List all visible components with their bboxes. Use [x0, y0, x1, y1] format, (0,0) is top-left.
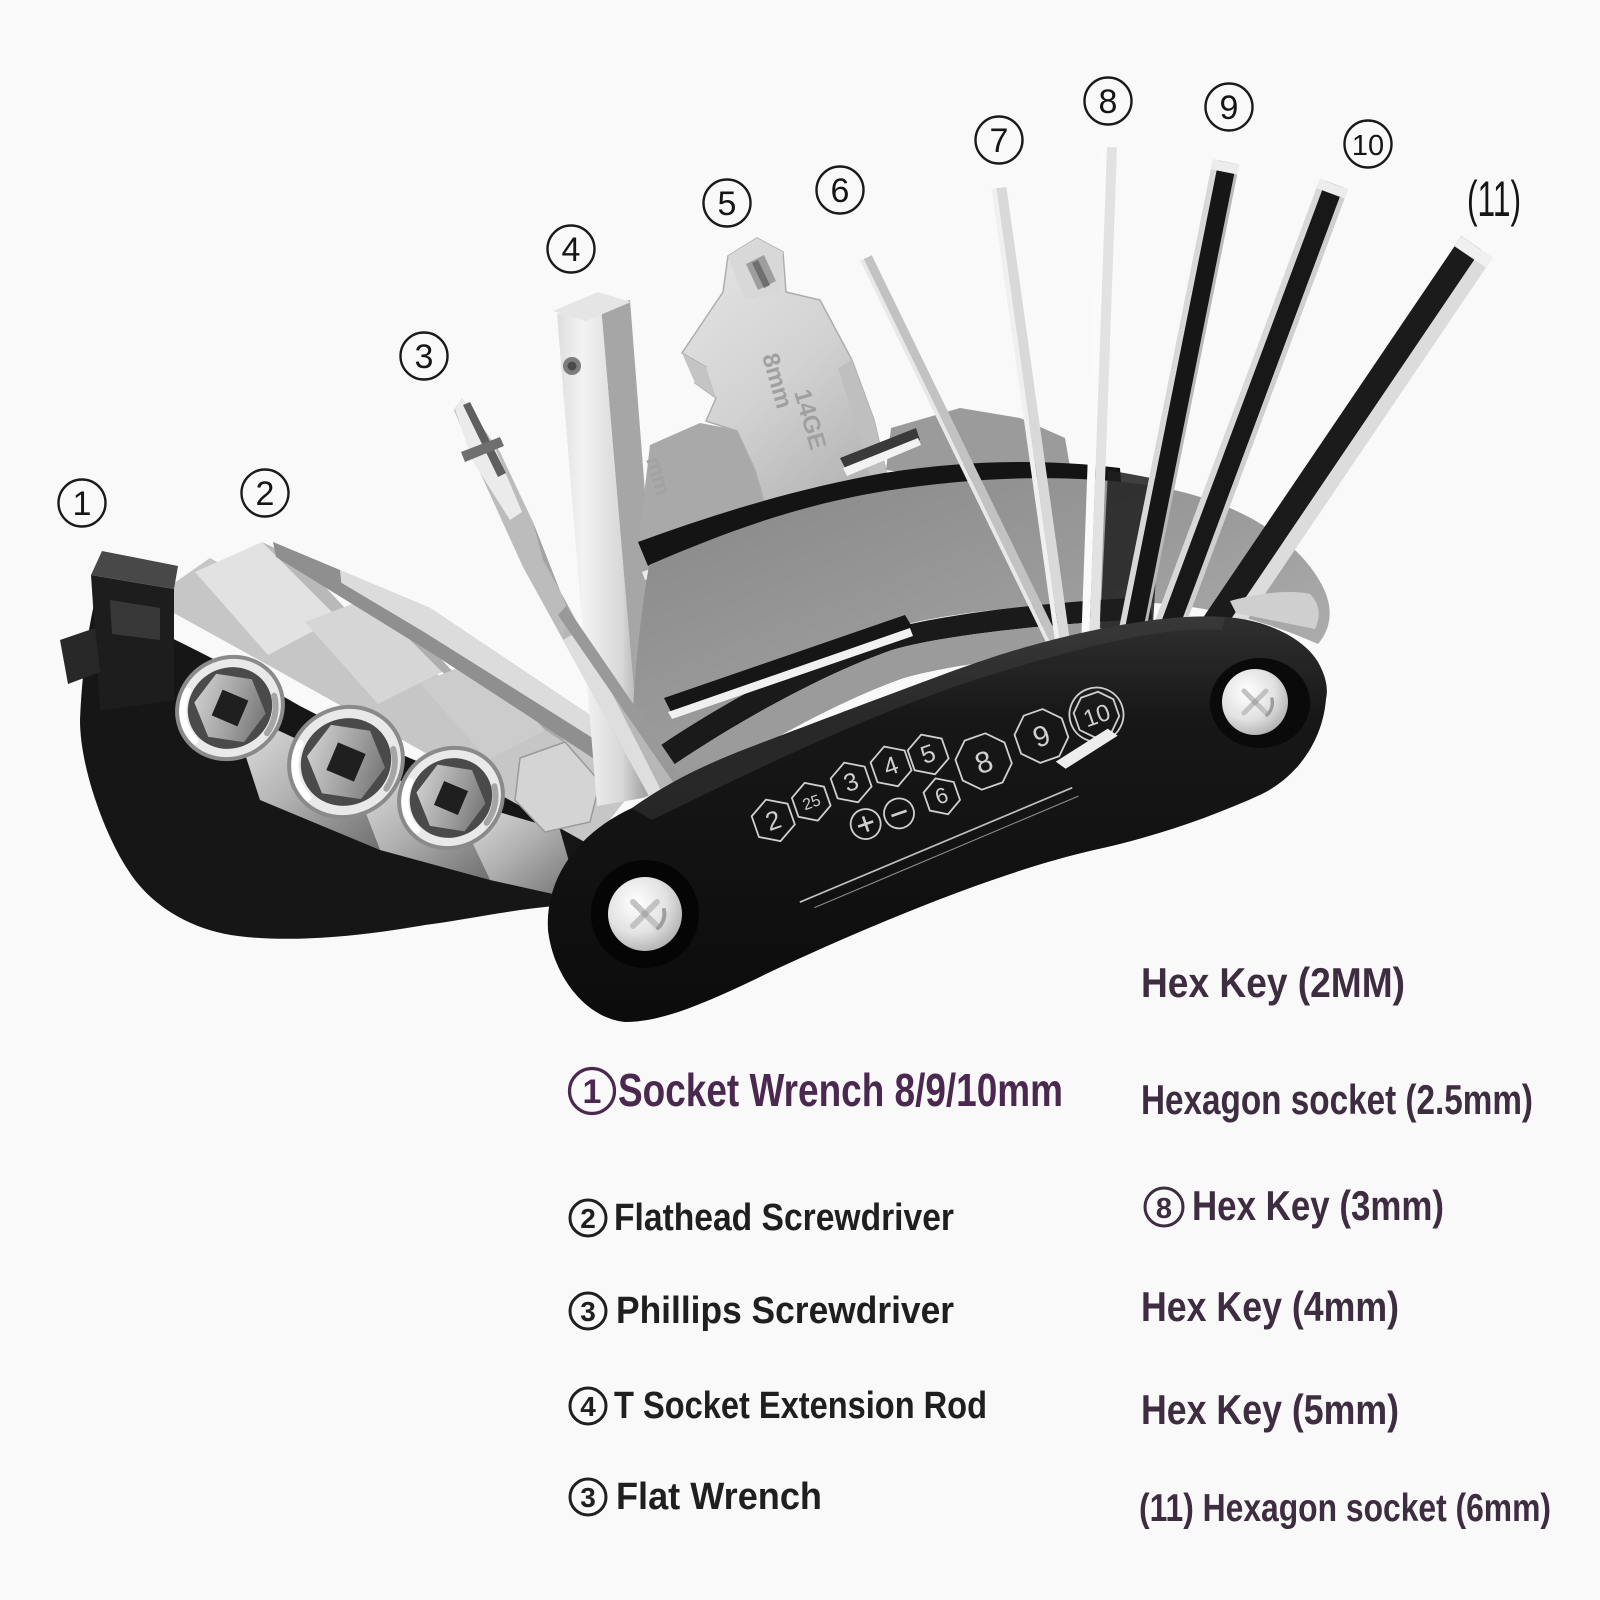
- svg-text:(11) Hexagon socket (6mm): (11) Hexagon socket (6mm): [1139, 1487, 1551, 1530]
- svg-text:25: 25: [801, 792, 824, 814]
- svg-text:Hex Key (4mm): Hex Key (4mm): [1141, 1283, 1399, 1330]
- svg-text:9: 9: [1220, 89, 1239, 127]
- svg-text:Hexagon socket (2.5mm): Hexagon socket (2.5mm): [1141, 1076, 1533, 1123]
- svg-text:Socket Wrench 8/9/10mm: Socket Wrench 8/9/10mm: [618, 1064, 1063, 1116]
- svg-text:Flat Wrench: Flat Wrench: [616, 1476, 822, 1518]
- svg-text:10: 10: [1352, 130, 1384, 162]
- svg-text:2: 2: [580, 1203, 596, 1234]
- svg-text:6: 6: [831, 172, 850, 210]
- svg-text:1: 1: [583, 1073, 602, 1111]
- svg-text:8: 8: [1156, 1193, 1172, 1225]
- svg-text:Hex Key (5mm): Hex Key (5mm): [1141, 1386, 1399, 1433]
- svg-text:Hex Key (3mm): Hex Key (3mm): [1192, 1182, 1444, 1229]
- svg-text:Hex Key (2MM): Hex Key (2MM): [1141, 959, 1405, 1006]
- svg-text:4: 4: [580, 1391, 596, 1422]
- svg-text:2: 2: [256, 475, 275, 513]
- svg-text:5: 5: [718, 185, 737, 223]
- svg-text:3: 3: [580, 1296, 596, 1327]
- svg-text:Flathead Screwdriver: Flathead Screwdriver: [614, 1197, 954, 1239]
- svg-text:3: 3: [415, 338, 434, 376]
- svg-text:4: 4: [562, 231, 581, 269]
- svg-text:3: 3: [580, 1482, 596, 1513]
- svg-text:1: 1: [73, 485, 92, 523]
- svg-text:7: 7: [990, 122, 1009, 160]
- svg-text:Phillips Screwdriver: Phillips Screwdriver: [616, 1290, 954, 1332]
- svg-text:T Socket Extension Rod: T Socket Extension Rod: [614, 1385, 987, 1427]
- svg-text:8: 8: [1099, 83, 1118, 121]
- svg-text:(11): (11): [1467, 171, 1521, 227]
